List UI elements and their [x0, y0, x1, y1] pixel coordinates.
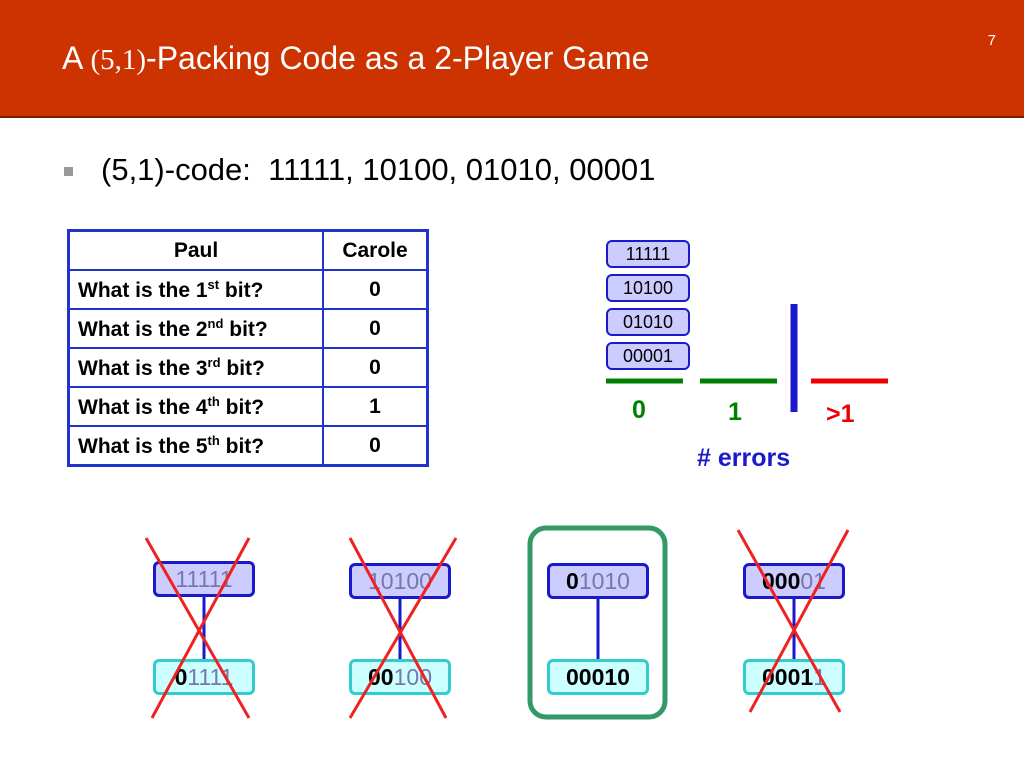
bin-label-1: 1: [728, 398, 742, 426]
table-header-row: Paul Carole: [67, 229, 429, 271]
question-table: Paul Carole What is the 1st bit? 0 What …: [67, 229, 429, 467]
codeword-box: 11111: [606, 240, 690, 268]
question-cell: What is the 1st bit?: [67, 269, 324, 310]
slide-title: A (5,1)-Packing Code as a 2-Player Game: [62, 40, 649, 77]
codeword-box: 10100: [606, 274, 690, 302]
codeword-box: 00001: [606, 342, 690, 370]
table-row: What is the 2nd bit? 0: [67, 308, 429, 349]
bullet-text: (5,1)-code: 11111, 10100, 01010, 00001: [101, 152, 656, 187]
table-row: What is the 4th bit? 1: [67, 386, 429, 427]
answer-cell: 0: [322, 347, 429, 388]
cross-out-icon: [736, 529, 850, 713]
title-bar: A (5,1)-Packing Code as a 2-Player Game …: [0, 0, 1024, 118]
bullet-square-icon: [64, 167, 73, 176]
header-paul: Paul: [67, 229, 324, 271]
title-code: (5,1): [90, 44, 147, 76]
received-word-box: 00010: [547, 659, 649, 695]
answer-cell: 0: [322, 425, 429, 467]
received-word-box: 01111: [153, 659, 255, 695]
title-prefix: A: [62, 40, 91, 76]
answer-cell: 0: [322, 269, 429, 310]
table-row: What is the 3rd bit? 0: [67, 347, 429, 388]
selection-frame: [527, 525, 668, 720]
header-carole: Carole: [322, 229, 429, 271]
question-cell: What is the 2nd bit?: [67, 308, 324, 349]
question-cell: What is the 4th bit?: [67, 386, 324, 427]
answer-cell: 0: [322, 308, 429, 349]
table-row: What is the 5th bit? 0: [67, 425, 429, 467]
question-cell: What is the 5th bit?: [67, 425, 324, 467]
answer-cell: 1: [322, 386, 429, 427]
question-cell: What is the 3rd bit?: [67, 347, 324, 388]
bin-label-0: 0: [632, 396, 646, 424]
received-word-box: 00100: [349, 659, 451, 695]
cross-out-icon: [144, 537, 251, 719]
title-suffix: -Packing Code as a 2-Player Game: [146, 40, 650, 76]
bin-label-gt1: >1: [826, 400, 855, 428]
errors-axis-label: # errors: [697, 444, 791, 472]
cross-out-icon: [348, 537, 458, 719]
slide-number: 7: [987, 32, 996, 49]
candidate-codeword-box: 01010: [547, 563, 649, 599]
codeword-box: 01010: [606, 308, 690, 336]
table-row: What is the 1st bit? 0: [67, 269, 429, 310]
